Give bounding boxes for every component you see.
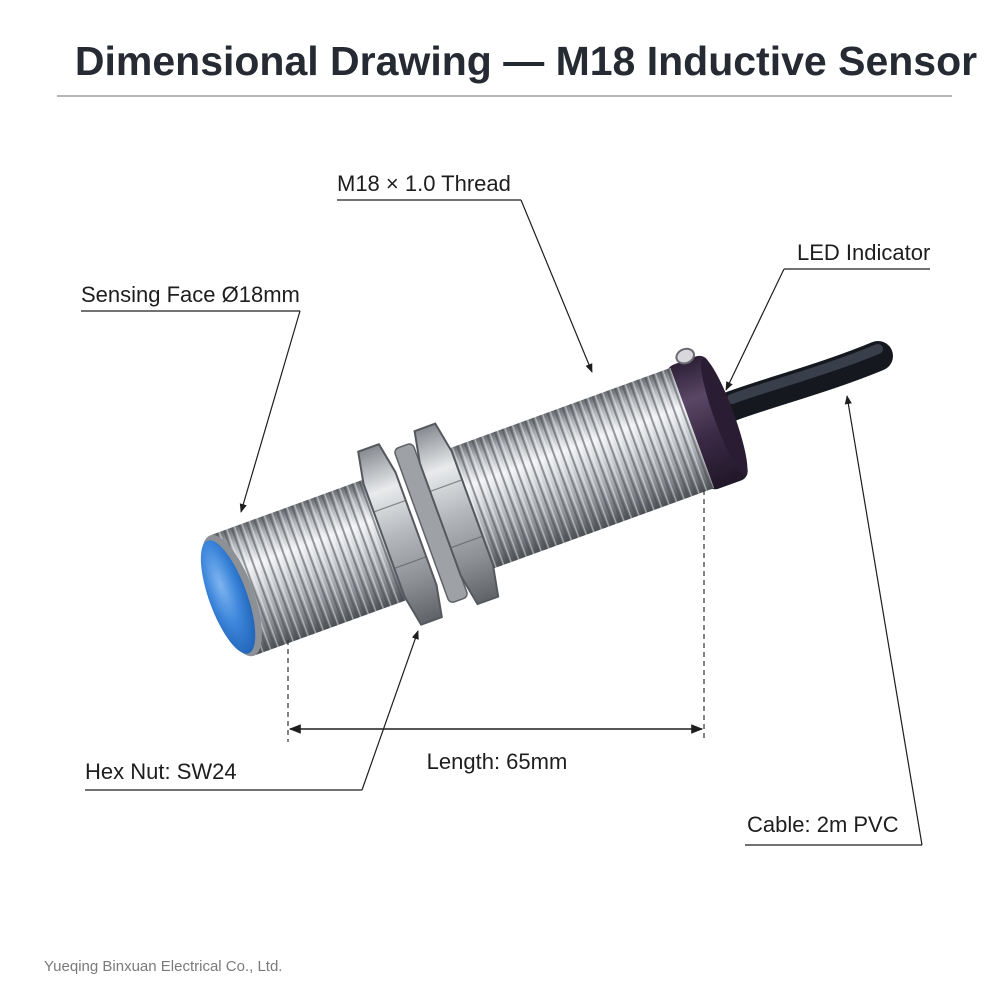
leader-thread — [520, 199, 593, 373]
callout-length: Length: 65mm — [427, 749, 568, 774]
sensor-cable — [717, 341, 893, 421]
sensing-face — [200, 535, 262, 657]
leader-sensing-face — [239, 310, 301, 513]
leader-hex-nut — [361, 630, 419, 791]
sensor-body — [200, 347, 748, 657]
callout-sensing-face: Sensing Face Ø18mm — [81, 282, 300, 307]
leader-led — [725, 268, 785, 391]
end-cap — [666, 347, 748, 490]
hex-nut — [357, 442, 443, 626]
length-dimension — [287, 490, 705, 742]
led-indicator-icon — [675, 347, 696, 365]
page-title: Dimensional Drawing — M18 Inductive Sens… — [75, 38, 977, 84]
callout-led: LED Indicator — [797, 240, 930, 265]
hex-nut-rear — [413, 422, 500, 606]
leader-cable — [844, 395, 923, 846]
company-name: Yueqing Binxuan Electrical Co., Ltd. — [44, 958, 282, 975]
callout-cable: Cable: 2m PVC — [747, 812, 899, 837]
callout-hex-nut: Hex Nut: SW24 — [85, 759, 237, 784]
callout-thread: M18 × 1.0 Thread — [337, 171, 511, 196]
